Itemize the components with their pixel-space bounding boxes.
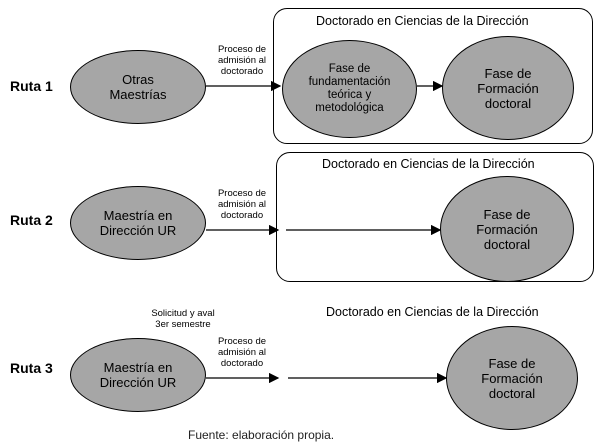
admission-note-1: Proceso de admisión al doctorado — [217, 44, 267, 77]
route-label-1: Ruta 1 — [10, 78, 53, 94]
doctorate-box-2 — [276, 152, 594, 282]
route-label-2: Ruta 2 — [10, 212, 53, 228]
route-label-3: Ruta 3 — [10, 360, 53, 376]
final-phase-label-1: Fase de Formación doctoral — [477, 65, 539, 111]
figure-caption: Fuente: elaboración propia. — [188, 428, 335, 442]
final-phase-node-2: Fase de Formación doctoral — [440, 176, 574, 282]
origin-label-3: Maestría en Dirección UR — [99, 360, 177, 390]
origin-label-1: Otras Maestrías — [109, 72, 167, 102]
program-title-3: Doctorado en Ciencias de la Dirección — [326, 305, 539, 319]
origin-node-3: Maestría en Dirección UR — [70, 338, 206, 412]
origin-node-1: Otras Maestrías — [70, 50, 206, 124]
program-title-2: Doctorado en Ciencias de la Dirección — [322, 157, 535, 171]
final-phase-node-3: Fase de Formación doctoral — [446, 326, 578, 430]
middle-phase-label-1: Fase de fundamentación teórica y metodol… — [308, 63, 391, 114]
origin-label-2: Maestría en Dirección UR — [99, 208, 177, 238]
final-phase-label-3: Fase de Formación doctoral — [481, 355, 543, 401]
final-phase-label-2: Fase de Formación doctoral — [476, 206, 538, 252]
middle-phase-node-1: Fase de fundamentación teórica y metodol… — [282, 40, 417, 138]
admission-note-2: Proceso de admisión al doctorado — [217, 188, 267, 221]
admission-note-3: Proceso de admisión al doctorado — [217, 336, 267, 369]
origin-node-2: Maestría en Dirección UR — [70, 186, 206, 260]
doctorate-box-1 — [273, 8, 593, 144]
final-phase-node-1: Fase de Formación doctoral — [442, 36, 574, 140]
program-title-1: Doctorado en Ciencias de la Dirección — [316, 14, 529, 28]
request-note-3: Solicitud y aval 3er semestre — [151, 308, 215, 330]
